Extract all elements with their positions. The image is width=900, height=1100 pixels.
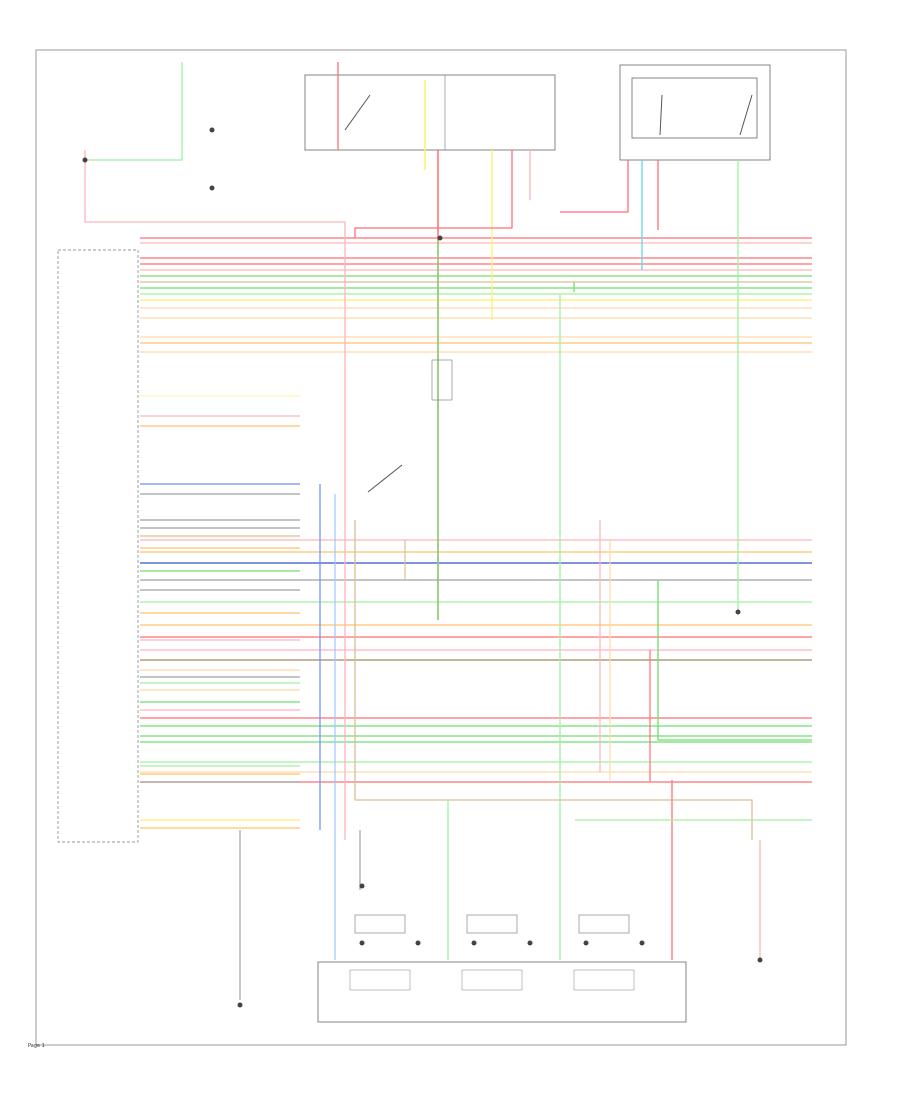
injector-coil [466,914,518,934]
fuse-symbol [431,359,453,401]
instrument-cluster-box [619,64,771,161]
injector-module [573,969,635,991]
connector-dot [237,1002,243,1008]
components-group [82,94,763,1008]
red-loop-wire [354,150,513,238]
relay-switch [344,94,371,131]
connector-dot [82,157,88,163]
green-right-wire [657,580,812,741]
connector-dot [209,185,215,191]
cluster-gauge [659,94,663,136]
connector-dot [209,127,215,133]
injector-module [461,969,523,991]
connector-dot [359,883,365,889]
injector-bank-box [317,961,687,1023]
battery-feed-wire [84,150,346,840]
pcm-box [57,249,139,843]
diagram-frame [35,49,847,1046]
injector-coil [354,914,406,934]
injector-terminal [583,940,589,946]
cluster-red-wire [560,160,629,213]
injector-terminal [471,940,477,946]
connector-dot [735,609,741,615]
connector-dot [437,235,443,241]
injector-coil [578,914,630,934]
top-left-wire [85,62,183,161]
injector-module [349,969,411,991]
injector-terminal [359,940,365,946]
cluster-gauge [739,94,753,136]
cluster-inner-box [631,77,758,139]
tan-loop-wire [354,520,753,840]
wires-group [84,62,812,1000]
page-footer: Page 1 [28,1043,45,1049]
injector-terminal [527,940,533,946]
fuse-relay-box [304,74,556,151]
connector-dot [757,957,763,963]
transmission-switch [367,464,403,493]
injector-terminal [639,940,645,946]
injector-terminal [415,940,421,946]
